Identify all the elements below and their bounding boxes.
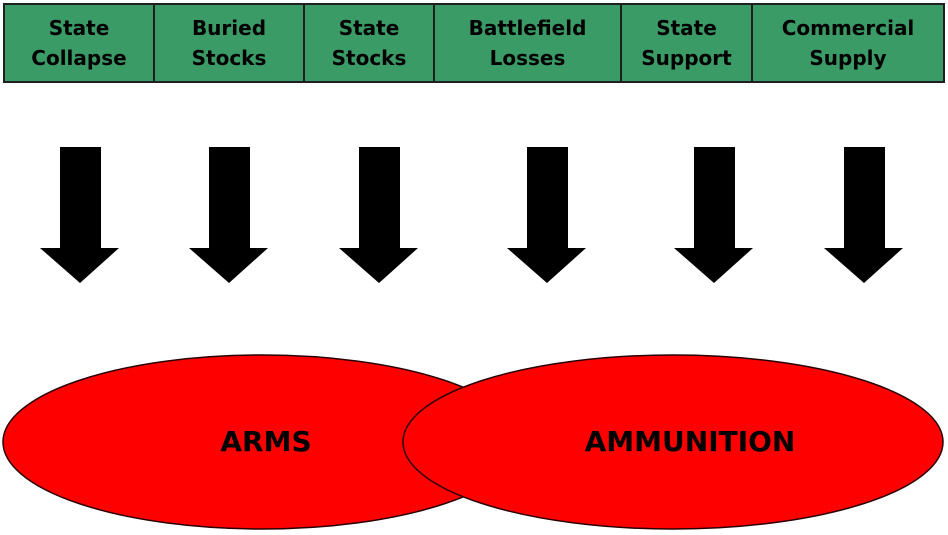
arrow-down-icon [507,147,586,283]
source-battlefield-losses: Battlefield Losses [433,3,620,83]
source-commercial-supply: Commercial Supply [751,3,945,83]
arrows [40,147,903,283]
source-state-support: State Support [620,3,751,83]
source-row: State Collapse Buried Stocks State Stock… [3,3,945,83]
arrow-down-icon [824,147,903,283]
arms-label: ARMS [220,425,311,458]
source-buried-stocks: Buried Stocks [153,3,303,83]
source-state-stocks: State Stocks [303,3,433,83]
arrow-down-icon [189,147,268,283]
arrow-down-icon [339,147,418,283]
source-state-collapse: State Collapse [3,3,153,83]
ammunition-label: AMMUNITION [585,425,796,458]
arrow-down-icon [40,147,119,283]
ammunition-ellipse [402,354,944,530]
arrow-down-icon [674,147,753,283]
